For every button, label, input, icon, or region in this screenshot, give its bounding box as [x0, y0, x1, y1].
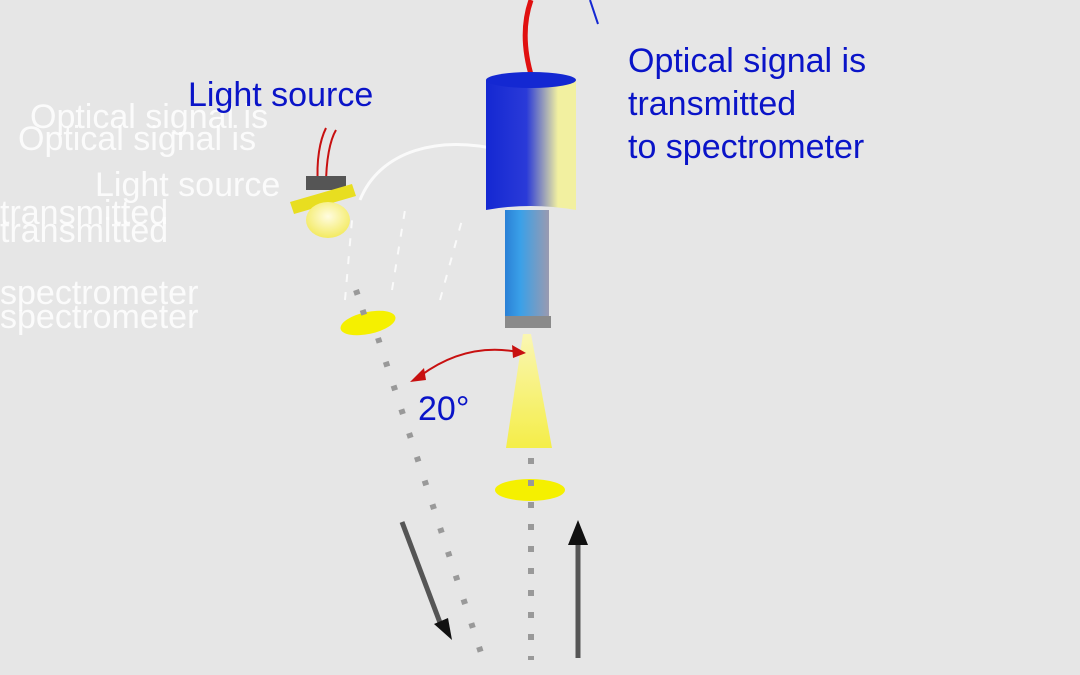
- lamp-bulb: [306, 202, 350, 238]
- lamp-spot: [340, 310, 396, 336]
- angle-label: 20°: [418, 390, 470, 428]
- ghost-outline-mid: [391, 209, 406, 291]
- probe-tip-end: [505, 316, 551, 328]
- signal-label-line-3: to spectrometer: [628, 128, 865, 166]
- signal-label-line-2: transmitted: [628, 85, 797, 123]
- incident-arrow: [399, 521, 452, 640]
- angle-arc: [410, 345, 526, 382]
- lamp-bezel: [290, 184, 356, 214]
- fiber-cable: [522, 0, 535, 79]
- light-source-label: Light source: [188, 76, 374, 114]
- probe-body: [486, 75, 576, 210]
- light-source-lamp-icon: [290, 127, 356, 238]
- signal-wire: [589, 0, 599, 25]
- reflection-arrow: [568, 520, 588, 658]
- probe-tip: [505, 210, 549, 322]
- ghost-outline-right: [439, 219, 463, 301]
- ghost-outline-arc: [358, 143, 501, 201]
- probe-top-cap: [486, 72, 576, 88]
- ghost-outline-left: [344, 219, 353, 301]
- lamp-housing: [306, 176, 346, 190]
- fiber-optic-probe-icon: [486, 72, 576, 328]
- sample-spot: [495, 479, 565, 501]
- signal-label-line-1: Optical signal is: [628, 42, 867, 80]
- signal-transmission-label: Optical signal is transmitted to spectro…: [628, 40, 866, 169]
- probe-beam: [506, 334, 552, 448]
